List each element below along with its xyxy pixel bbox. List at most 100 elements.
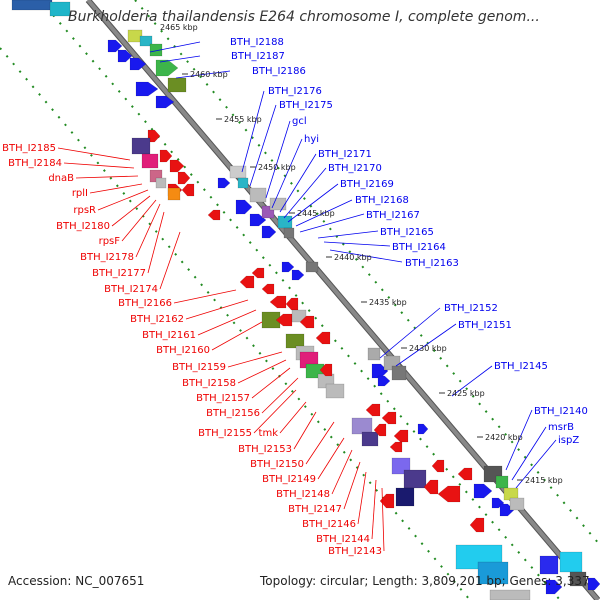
forward-gene xyxy=(545,579,563,595)
label-leader-line xyxy=(211,321,263,351)
label-leader-line xyxy=(75,175,139,179)
label-leader-line xyxy=(135,203,161,258)
kbp-label: 2450 kbp xyxy=(258,163,296,172)
map-title: Burkholderia thailandensis E264 chromoso… xyxy=(68,9,540,25)
gene-label-forward: BTH_I2187 xyxy=(231,51,285,62)
forward-gene xyxy=(473,483,493,499)
gene-label-forward: BTH_I2151 xyxy=(458,320,512,331)
gene-label-reverse: BTH_I2160 xyxy=(156,345,210,356)
gene-label-forward: BTH_I2188 xyxy=(230,37,284,48)
reverse-gene xyxy=(437,485,461,503)
label-leader-line xyxy=(271,138,303,209)
forward-gene xyxy=(261,225,277,239)
label-leader-line xyxy=(147,211,165,274)
gene-label-forward: BTH_I2171 xyxy=(318,149,372,160)
gene-block xyxy=(229,165,247,179)
gene-label-forward: BTH_I2163 xyxy=(405,258,459,269)
forward-gene xyxy=(235,199,253,215)
gene-block xyxy=(285,333,305,349)
label-leader-line xyxy=(329,249,403,263)
gene-label-forward: BTH_I2164 xyxy=(392,242,446,253)
label-leader-line xyxy=(197,309,257,336)
label-leader-line xyxy=(111,195,151,227)
gene-label-reverse: BTH_I2153 xyxy=(238,444,292,455)
label-leader-line xyxy=(305,421,335,465)
reverse-gene xyxy=(319,363,333,377)
label-leader-line xyxy=(261,377,299,414)
reverse-gene xyxy=(269,295,287,309)
label-leader-line xyxy=(121,199,157,242)
forward-gene xyxy=(117,49,133,63)
gene-block xyxy=(141,153,159,169)
gene-label-forward: BTH_I2140 xyxy=(534,406,588,417)
label-leader-line xyxy=(89,183,143,194)
label-leader-line xyxy=(317,437,345,480)
label-leader-line xyxy=(505,409,533,471)
reverse-gene xyxy=(239,275,255,289)
gene-label-forward: ispZ xyxy=(558,435,579,446)
gene-block xyxy=(131,137,151,155)
gene-label-reverse: BTH_I2180 xyxy=(56,221,110,232)
label-leader-line xyxy=(159,55,201,63)
gene-block xyxy=(155,177,167,189)
kbp-label: 2415 kbp xyxy=(525,476,563,485)
forward-gene xyxy=(417,423,429,435)
label-leader-line xyxy=(317,230,379,239)
gene-block xyxy=(509,497,525,511)
reverse-gene xyxy=(393,429,409,443)
reverse-gene xyxy=(299,315,315,329)
gene-label-reverse: BTH_I2148 xyxy=(276,489,330,500)
gene-block xyxy=(139,35,153,47)
reverse-gene xyxy=(275,313,293,327)
forward-gene xyxy=(291,269,305,281)
kbp-label: 2425 kbp xyxy=(447,389,485,398)
gene-label-forward: msrB xyxy=(548,422,574,433)
accession-text: Accession: NC_007651 xyxy=(8,574,145,588)
gene-block xyxy=(539,555,559,575)
gene-label-reverse: BTH_I2143 xyxy=(328,546,382,557)
gene-label-reverse: BTH_I2146 xyxy=(302,519,356,530)
label-leader-line xyxy=(159,231,181,290)
gene-label-forward: BTH_I2186 xyxy=(252,66,306,77)
gene-label-reverse: BTH_I2184 xyxy=(8,158,62,169)
gene-label-reverse: BTH_I2161 xyxy=(142,330,196,341)
label-leader-line xyxy=(227,351,283,368)
gene-block xyxy=(11,0,53,11)
forward-gene xyxy=(129,57,147,71)
label-leader-line xyxy=(381,487,385,552)
gene-label-reverse: BTH_I2174 xyxy=(104,284,158,295)
kbp-label: 2460 kbp xyxy=(190,70,228,79)
reverse-gene xyxy=(457,467,473,481)
label-leader-line xyxy=(451,365,493,397)
label-leader-line xyxy=(395,323,457,367)
forward-gene xyxy=(587,577,600,591)
outer-dotted-ring xyxy=(134,0,600,546)
inner-dotted-ring xyxy=(0,47,471,600)
genome-summary: Topology: circular; Length: 3,809,201 bp… xyxy=(260,574,590,588)
reverse-gene xyxy=(261,283,275,295)
forward-gene xyxy=(107,39,123,53)
kbp-label: 2455 kbp xyxy=(224,115,262,124)
label-leader-line xyxy=(251,367,291,399)
gene-block xyxy=(167,77,187,93)
label-leader-line xyxy=(295,199,353,227)
label-leader-line xyxy=(97,189,149,211)
label-leader-line xyxy=(253,389,297,434)
gene-label-reverse: BTH_I2147 xyxy=(288,504,342,515)
gene-label-forward: hyi xyxy=(304,134,319,145)
reverse-gene xyxy=(365,403,381,417)
gene-label-reverse: BTH_I2166 xyxy=(118,298,172,309)
label-leader-line xyxy=(379,307,441,359)
gene-block xyxy=(391,365,407,381)
gene-block xyxy=(403,469,427,489)
reverse-gene xyxy=(159,149,173,163)
reverse-gene xyxy=(251,267,265,279)
label-leader-line xyxy=(185,299,249,320)
kbp-label: 2420 kbp xyxy=(485,433,523,442)
gene-label-forward: BTH_I2168 xyxy=(355,195,409,206)
gene-label-reverse: BTH_I2144 xyxy=(316,534,370,545)
label-leader-line xyxy=(265,120,291,199)
gene-label-forward: BTH_I2152 xyxy=(444,303,498,314)
gene-label-forward: BTH_I2169 xyxy=(340,179,394,190)
gene-block xyxy=(49,1,71,17)
